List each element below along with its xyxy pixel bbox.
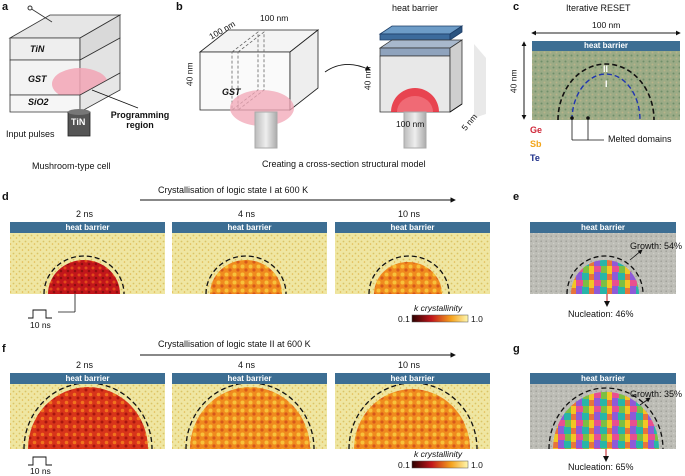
electrode-label: TiN	[71, 117, 86, 127]
d-time-10ns: 10 ns	[398, 209, 421, 219]
heat-barrier-d1: heat barrier	[10, 222, 165, 233]
b-slab-width-label: 100 nm	[396, 119, 425, 129]
panel-g-growth-nucleation	[530, 373, 676, 462]
c-state-ii: II	[603, 64, 609, 74]
mushroom-caption: Mushroom-type cell	[32, 161, 111, 171]
panel-f-simulations	[10, 352, 490, 469]
panel-label-g: g	[513, 343, 520, 355]
heat-barrier-d2: heat barrier	[172, 222, 327, 233]
e-growth-label: Growth: 54%	[630, 241, 683, 251]
programming-region-label: Programming region	[110, 110, 170, 130]
heat-barrier-f3: heat barrier	[335, 373, 490, 384]
g-growth-label: Growth: 35%	[630, 389, 683, 399]
panel-label-d: d	[2, 191, 9, 203]
b-depth-label: 100 nm	[260, 13, 289, 23]
b-slab-height-label: 40 nm	[362, 66, 373, 91]
c-melted-domains-label: Melted domains	[608, 134, 672, 144]
g-nucleation-label: Nucleation: 65%	[568, 462, 634, 472]
gst-label: GST	[28, 74, 47, 84]
d-colorbar-max: 1.0	[471, 314, 483, 324]
mushroom-cell-diagram	[8, 5, 139, 137]
iterative-reset-diagram	[521, 30, 681, 141]
b-height-label: 40 nm	[184, 62, 195, 87]
c-state-i: I	[605, 79, 608, 89]
f-time-2ns: 2 ns	[76, 360, 94, 370]
legend-sb: Sb	[530, 139, 542, 149]
c-title: Iterative RESET	[566, 3, 631, 13]
c-height-label: 40 nm	[508, 69, 519, 94]
b-caption: Creating a cross-section structural mode…	[262, 159, 426, 169]
f-title: Crystallisation of logic state II at 600…	[158, 339, 311, 349]
panel-label-a: a	[2, 1, 9, 13]
sio2-label: SiO2	[28, 97, 49, 107]
heat-barrier-d3: heat barrier	[335, 222, 490, 233]
d-pulse-label: 10 ns	[30, 320, 51, 330]
panel-label-f: f	[2, 343, 6, 355]
legend-ge: Ge	[530, 125, 543, 135]
d-colorbar-label: k crystallinity	[414, 303, 463, 313]
f-colorbar-min: 0.1	[398, 460, 410, 470]
e-nucleation-label: Nucleation: 46%	[568, 309, 634, 319]
heat-barrier-e: heat barrier	[530, 222, 676, 233]
panel-label-b: b	[176, 1, 183, 13]
heat-barrier-g: heat barrier	[530, 373, 676, 384]
input-pulses-label: Input pulses	[6, 129, 55, 139]
f-colorbar-max: 1.0	[471, 460, 483, 470]
heat-barrier-c: heat barrier	[532, 41, 680, 51]
f-pulse-label: 10 ns	[30, 466, 51, 476]
legend-te: Te	[530, 153, 540, 163]
panel-label-c: c	[513, 1, 520, 13]
d-time-2ns: 2 ns	[76, 209, 94, 219]
f-time-10ns: 10 ns	[398, 360, 421, 370]
d-colorbar-min: 0.1	[398, 314, 410, 324]
d-time-4ns: 4 ns	[238, 209, 256, 219]
heat-barrier-f1: heat barrier	[10, 373, 165, 384]
b-gst-label: GST	[222, 87, 241, 97]
c-width-label: 100 nm	[592, 20, 621, 30]
f-time-4ns: 4 ns	[238, 360, 256, 370]
panel-label-e: e	[513, 191, 520, 203]
heat-barrier-f2: heat barrier	[172, 373, 327, 384]
f-colorbar-label: k crystallinity	[414, 449, 463, 459]
panel-d-simulations	[10, 197, 490, 323]
b-heat-barrier-label: heat barrier	[392, 3, 439, 13]
top-tin-label: TiN	[30, 44, 45, 54]
panel-e-growth-nucleation	[530, 222, 676, 307]
cross-section-model-diagram	[198, 25, 486, 149]
d-title: Crystallisation of logic state I at 600 …	[158, 185, 309, 195]
